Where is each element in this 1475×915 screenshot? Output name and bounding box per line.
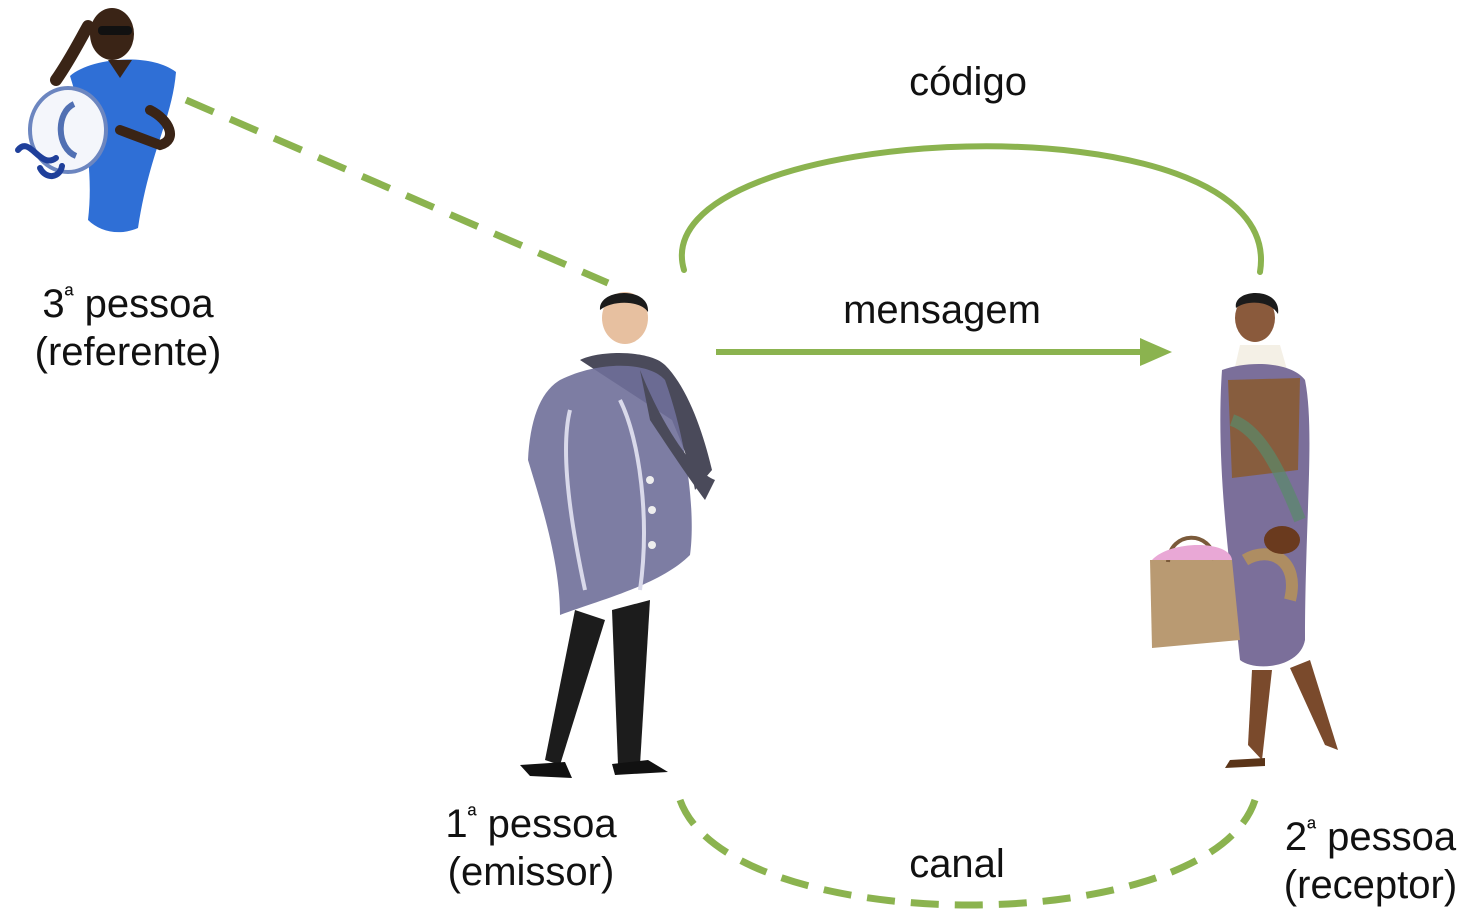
- referent-dashed-line: [184, 96, 610, 287]
- channel-dashed-arc: [676, 798, 1259, 909]
- man-in-coat-illustration: [520, 292, 715, 778]
- code-arc: [678, 143, 1264, 275]
- receiver-label: 2ª pessoa (receptor): [1268, 805, 1473, 909]
- receiver-role: pessoa: [1327, 815, 1457, 859]
- message-label: mensagem: [843, 288, 1041, 332]
- referent-ordinal-suffix: ª: [64, 282, 74, 309]
- sender-label: 1ª pessoa (emissor): [425, 792, 637, 896]
- referent-label: 3ª pessoa (referente): [22, 272, 234, 376]
- referent-role: pessoa: [84, 282, 214, 326]
- sender-ordinal: 1: [445, 802, 468, 846]
- woman-blue-dress-illustration: [15, 8, 176, 233]
- referent-function: (referente): [34, 330, 222, 374]
- receiver-ordinal: 2: [1284, 815, 1308, 859]
- woman-with-bag-illustration: [1150, 292, 1338, 768]
- message-arrow: [716, 338, 1172, 366]
- sender-function: (emissor): [447, 850, 615, 894]
- receiver-ordinal-suffix: ª: [1307, 815, 1317, 842]
- receiver-function: (receptor): [1283, 863, 1458, 907]
- sender-ordinal-suffix: ª: [467, 802, 477, 829]
- sender-role: pessoa: [487, 802, 617, 846]
- channel-label: canal: [909, 842, 1005, 886]
- code-label: código: [909, 60, 1027, 104]
- referent-ordinal: 3: [42, 282, 65, 326]
